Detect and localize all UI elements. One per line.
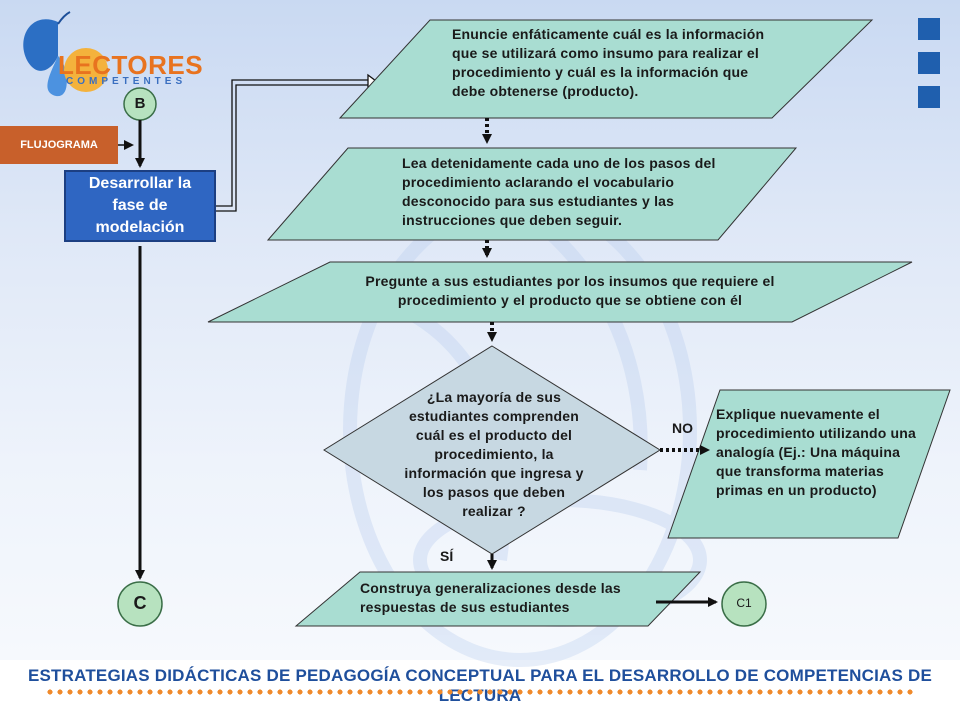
no-action-shape <box>667 389 951 539</box>
decision-text: ¿La mayoría de sus estudiantes comprende… <box>404 389 584 519</box>
no-action-text: Explique nuevamente el procedimiento uti… <box>716 406 917 498</box>
branch-yes-label: SÍ <box>440 548 454 564</box>
step2-text: Lea detenidamente cada uno de los pasos … <box>402 155 716 228</box>
process-box: Desarrollar la fase de modelación <box>64 170 216 242</box>
connector-c1-label: C1 <box>736 596 752 610</box>
step3-text: Pregunte a sus estudiantes por los insum… <box>365 273 775 308</box>
process-label: Desarrollar la fase de modelación <box>88 175 192 236</box>
butterfly-logo-icon <box>23 11 71 97</box>
logo-sun-icon <box>64 48 108 92</box>
yes-action-text: Construya generalizaciones desde las res… <box>360 580 621 615</box>
deco-square-1 <box>918 18 940 40</box>
footer-dotted-rule <box>45 688 915 696</box>
connector-b-label: B <box>134 95 146 112</box>
flujograma-tab[interactable]: FLUJOGRAMA <box>0 126 118 164</box>
logo-title: LECTORES <box>58 50 204 80</box>
yes-action-shape <box>294 571 702 627</box>
step2-shape <box>266 147 798 241</box>
connector-c <box>117 581 163 627</box>
connector-c1 <box>721 581 767 627</box>
deco-square-2 <box>918 52 940 74</box>
step1-shape <box>338 19 874 119</box>
connector-c-label: C <box>133 593 147 613</box>
step1-text: Enuncie enfáticamente cuál es la informa… <box>452 26 765 99</box>
logo-subtitle: COMPETENTES <box>66 76 187 87</box>
step3-shape <box>207 261 913 323</box>
footer-title: ESTRATEGIAS DIDÁCTICAS DE PEDAGOGÍA CONC… <box>27 666 932 705</box>
branch-no-label: NO <box>672 420 693 436</box>
deco-square-3 <box>918 86 940 108</box>
